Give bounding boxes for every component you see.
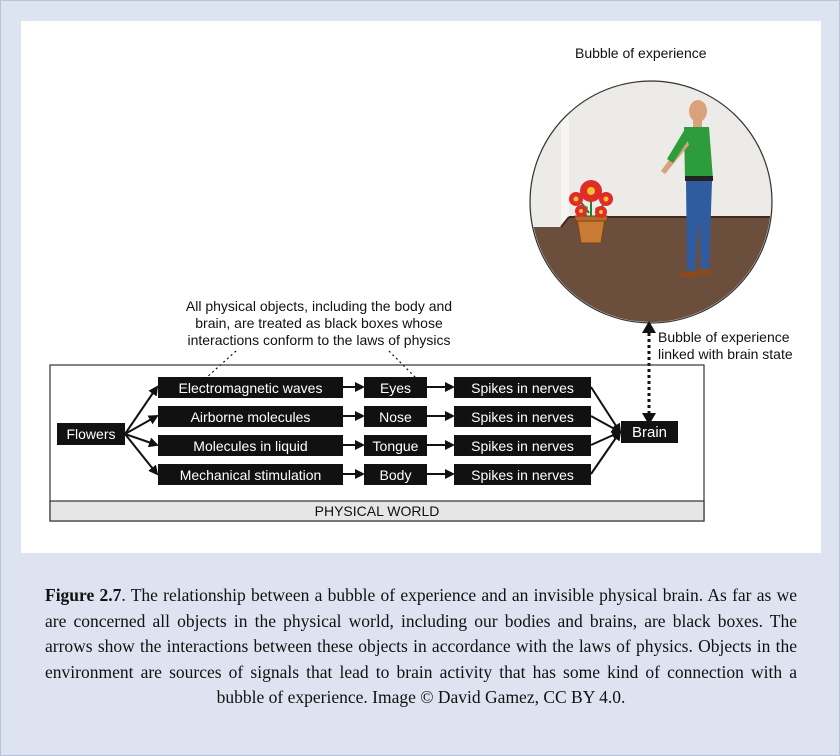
organ-box: Nose bbox=[364, 406, 427, 427]
signal-box: Molecules in liquid bbox=[158, 435, 343, 456]
nerve-to-brain-arrow bbox=[590, 415, 622, 433]
figure-image: Bubble of experience All physical object… bbox=[21, 21, 821, 553]
bubble-of-experience bbox=[529, 80, 773, 324]
signal-box: Electromagnetic waves bbox=[158, 377, 343, 398]
diagram-graphics bbox=[49, 80, 773, 522]
signal-box: Mechanical stimulation bbox=[158, 464, 343, 485]
bubble-label: Bubble of experience bbox=[575, 45, 707, 61]
link-label-line: Bubble of experience bbox=[658, 329, 790, 345]
physical-world-label: PHYSICAL WORLD bbox=[314, 503, 440, 519]
flower-pot bbox=[569, 180, 613, 244]
flowers-box: Flowers bbox=[57, 423, 125, 445]
link-label-line: linked with brain state bbox=[658, 346, 793, 362]
flowers-to-signal-arrow bbox=[124, 433, 159, 448]
nerve-box: Spikes in nerves bbox=[454, 406, 591, 427]
organ-box: Body bbox=[364, 464, 427, 485]
nerve-to-brain-arrow bbox=[590, 386, 622, 434]
annotation-line: interactions conform to the laws of phys… bbox=[187, 332, 451, 348]
nerve-box: Spikes in nerves bbox=[454, 435, 591, 456]
flowers-to-signal-arrow bbox=[124, 433, 159, 476]
annotation: All physical objects, including the body… bbox=[141, 298, 497, 349]
signal-box: Airborne molecules bbox=[158, 406, 343, 427]
flowers-to-signal-arrow bbox=[124, 385, 159, 435]
annotation-line: brain, are treated as black boxes whose bbox=[195, 315, 443, 331]
caption-label: Figure 2.7 bbox=[45, 585, 122, 605]
link-label: Bubble of experience linked with brain s… bbox=[658, 329, 793, 363]
physical-world-bar bbox=[49, 500, 705, 522]
link-arrow bbox=[642, 321, 656, 425]
nerve-box: Spikes in nerves bbox=[454, 464, 591, 485]
nerve-box: Spikes in nerves bbox=[454, 377, 591, 398]
organ-box: Tongue bbox=[364, 435, 427, 456]
organ-box: Eyes bbox=[364, 377, 427, 398]
nerve-to-brain-arrow bbox=[590, 430, 622, 475]
person bbox=[661, 100, 713, 277]
caption-text: . The relationship between a bubble of e… bbox=[45, 585, 797, 707]
brain-box: Brain bbox=[621, 421, 678, 443]
flowers-to-signal-arrow bbox=[124, 415, 159, 435]
figure-caption: Figure 2.7. The relationship between a b… bbox=[45, 583, 797, 711]
annotation-line: All physical objects, including the body… bbox=[185, 298, 453, 314]
